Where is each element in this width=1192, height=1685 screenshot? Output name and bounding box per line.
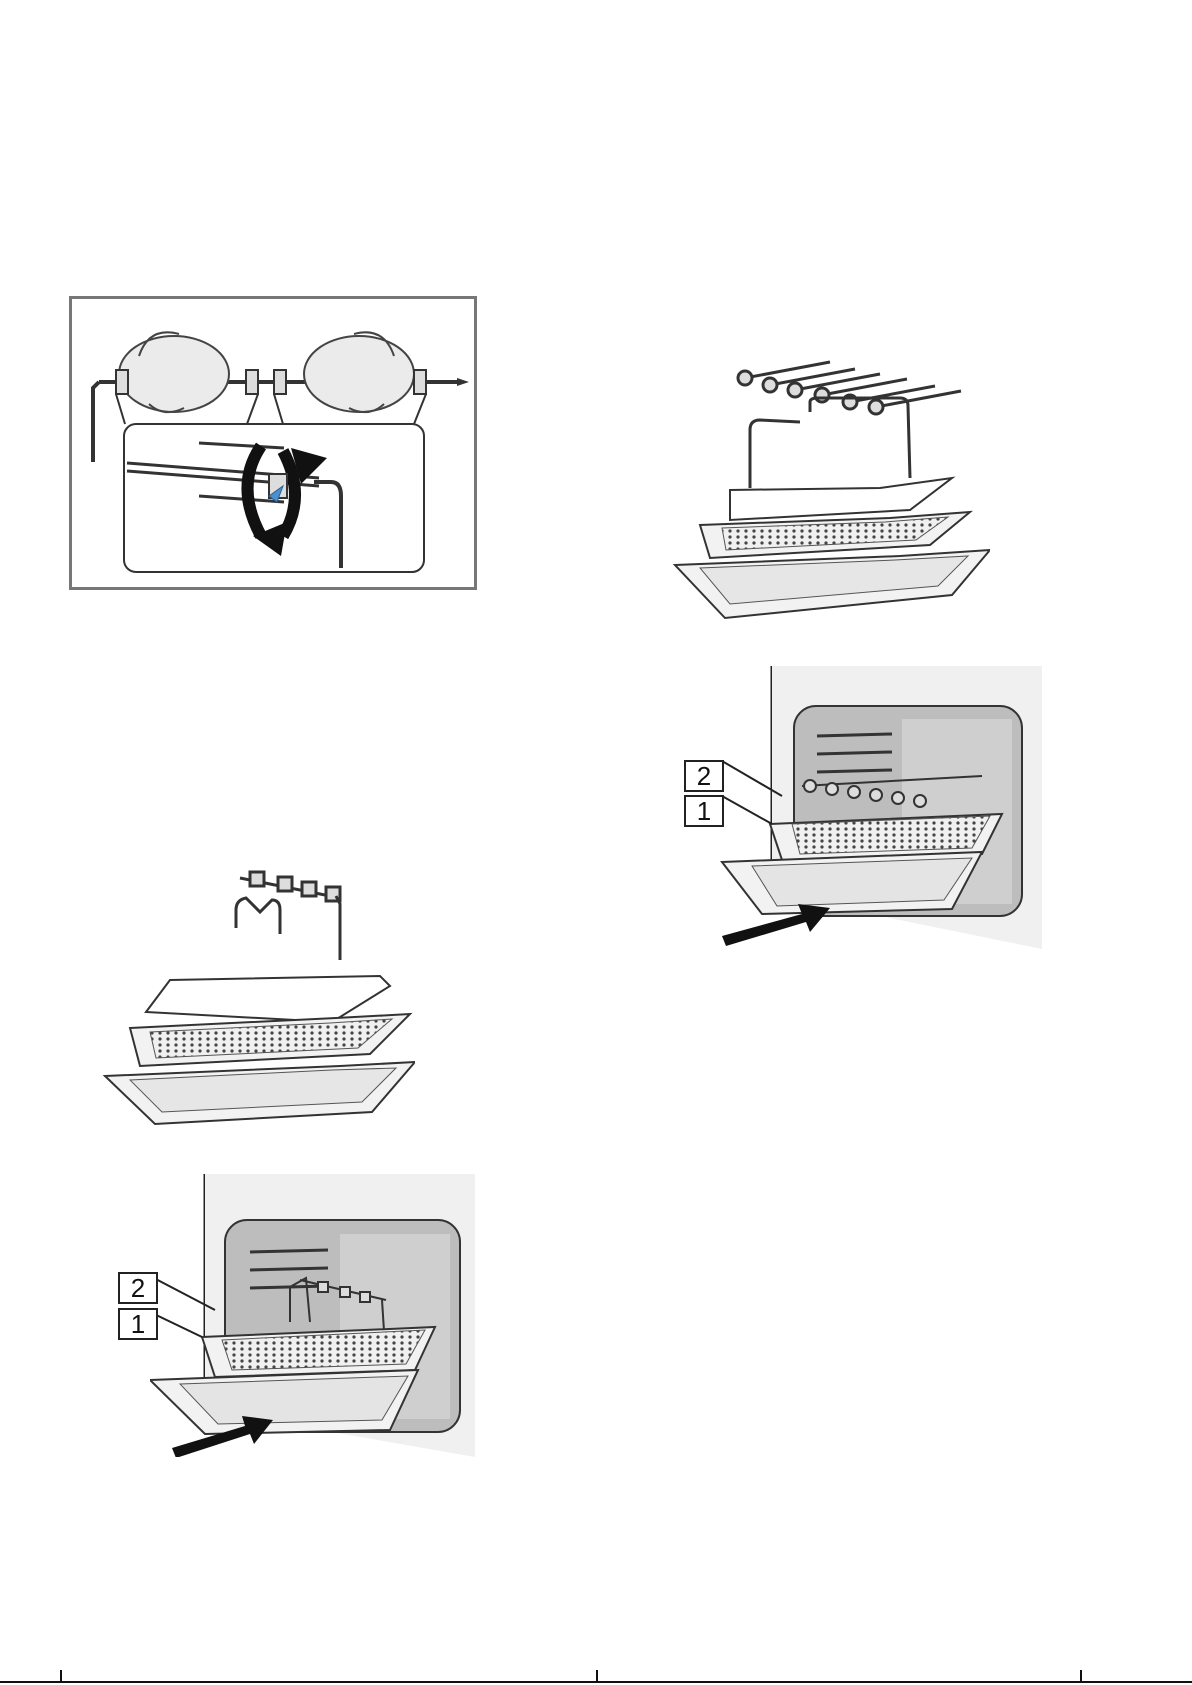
footer-tick-right (1080, 1670, 1082, 1683)
spit-in-oven-figure (150, 1172, 480, 1457)
kebab-skewer-set-icon (670, 360, 990, 635)
rotisserie-detail-figure (69, 296, 477, 590)
rotisserie-spit-coupling-icon (69, 296, 477, 590)
oven-spit-insertion-icon (150, 1172, 480, 1457)
footer-tick-left (60, 1670, 62, 1683)
callout-1-spit: 1 (118, 1308, 158, 1340)
oven-kebab-insertion-icon (682, 664, 1042, 949)
callout-2-spit: 2 (118, 1272, 158, 1304)
kebab-in-oven-figure (682, 664, 1042, 949)
rotisserie-spit-set-icon (100, 868, 415, 1133)
callout-2-kebab: 2 (684, 760, 724, 792)
footer-tick-mid (596, 1670, 598, 1683)
spit-assembly-figure (100, 868, 415, 1133)
kebab-assembly-figure (670, 360, 990, 635)
callout-1-kebab: 1 (684, 795, 724, 827)
